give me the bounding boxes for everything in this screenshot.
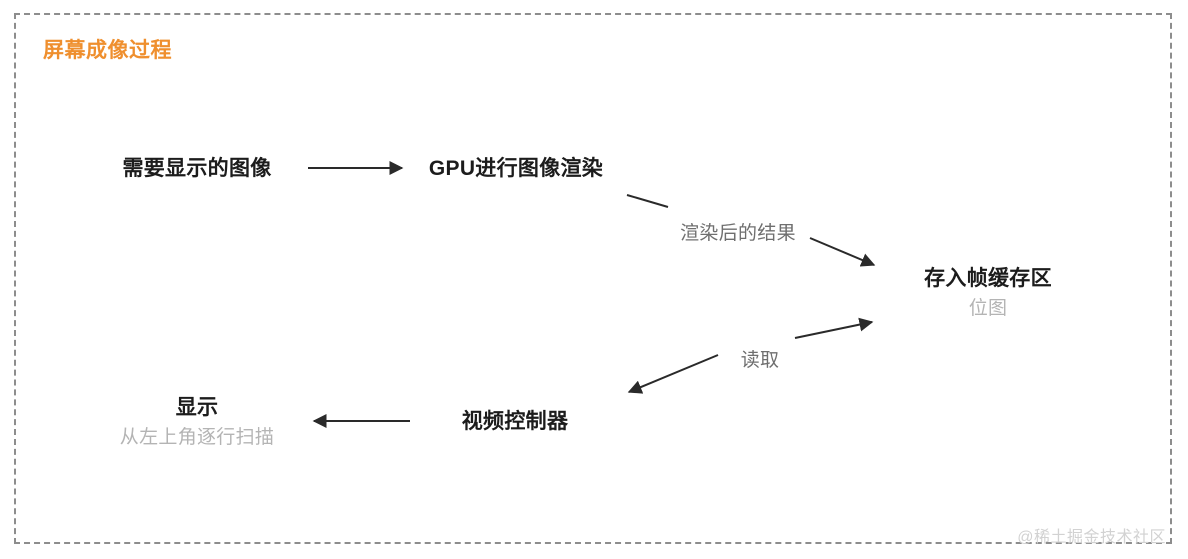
node-display-subtitle: 从左上角逐行扫描 [119, 427, 275, 448]
node-display-title: 显示 [175, 396, 219, 419]
node-frame-buffer: 存入帧缓存区 位图 [924, 265, 1052, 323]
edge-label-read: 读取 [740, 350, 780, 371]
node-source-image: 需要显示的图像 [122, 155, 271, 183]
edge-label-render-result: 渲染后的结果 [680, 223, 796, 244]
node-gpu-render: GPU进行图像渲染 [429, 155, 603, 183]
figure-dashed-frame [14, 13, 1172, 544]
page-title: 屏幕成像过程 [43, 39, 172, 62]
node-gpu-render-title: GPU进行图像渲染 [428, 157, 604, 180]
node-frame-buffer-subtitle: 位图 [968, 298, 1008, 319]
node-frame-buffer-title: 存入帧缓存区 [924, 267, 1052, 290]
node-video-controller-title: 视频控制器 [461, 410, 569, 433]
node-video-controller: 视频控制器 [462, 408, 569, 436]
node-display: 显示 从左上角逐行扫描 [120, 394, 274, 452]
watermark: @稀土掘金技术社区 [1017, 529, 1166, 546]
node-source-image-title: 需要显示的图像 [122, 157, 272, 180]
